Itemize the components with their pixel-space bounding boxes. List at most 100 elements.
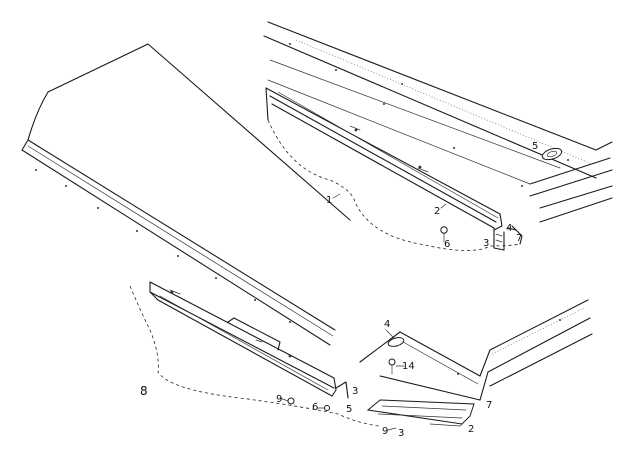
upper-screw [440,226,448,243]
label-b9: 9 [276,394,282,405]
upper-panel-inner-line-2 [269,59,561,169]
lower-rail-top [149,281,335,379]
lower-panel-back-edge [479,299,589,377]
panel-left-corner [27,91,49,141]
lower-clip [385,329,405,347]
label-6: 6 [444,239,450,250]
lower-panel-back-edge-2 [479,317,591,401]
label-3: 3 [483,238,489,249]
lower-screw-6 [317,405,330,411]
label-b5: 5 [346,404,352,415]
panel-front-mid-line [27,145,334,337]
label-1: 1 [326,195,332,206]
upper-right-panel [263,21,613,223]
upper-clip [541,147,563,161]
lower-panel-dot-row [491,307,585,355]
upper-panel-right-edge-4 [539,197,613,223]
upper-screw-head [440,226,448,234]
upper-bracket-slots [495,233,503,243]
lower-bracket-body [335,381,349,399]
lower-clip-body [387,337,405,347]
rail-hole [354,128,358,132]
upper-panel-top-edge-2 [263,35,597,179]
rail-hole-2 [418,165,422,169]
lower-rail-inner [159,295,329,391]
lower-panel-dot [457,373,459,375]
main-panel [21,43,351,346]
panel-top-edge [47,43,351,221]
lower-cutaway-boundary [129,285,381,427]
label-b3: 3 [352,386,358,397]
label-b14: 14 [402,361,415,372]
lower-panel-front-bottom [379,375,481,401]
upper-rail-inner [277,91,499,219]
label-7: 7 [516,233,522,244]
label-b4: 4 [384,319,390,330]
lower-plate-tab [429,419,467,427]
panel-front-left-edge [21,139,29,151]
lower-bracket [335,381,349,399]
upper-panel-corner [595,141,613,151]
upper-panel-right-edge-2 [529,169,613,197]
lower-panel-dot-2 [559,319,561,321]
lower-screw-6-head [324,405,330,411]
upper-clip-hole [546,150,558,158]
lower-panel-inner [395,337,479,385]
upper-clip-body [541,147,563,161]
lower-rail-hole [170,290,174,294]
lower-plate-body [366,399,475,425]
label-l9: 9 [382,426,388,437]
lower-screw-head [287,397,295,405]
lower-plate [366,399,475,427]
upper-panel-dot-row [295,39,593,165]
upper-panel-top-edge [267,21,597,151]
label-1-tick [332,193,341,199]
lower-fastener-top [388,358,396,366]
upper-bracket-body [493,227,505,251]
label-8: 8 [140,384,148,398]
lower-clip-leader [385,329,395,339]
panel-dots [35,169,291,323]
label-b7: 7 [486,400,492,411]
lower-rail-mid [149,291,335,389]
upper-rail [265,87,503,231]
lower-panel-left-edge [359,331,401,363]
panel-front-top-line [27,139,336,331]
upper-rail-top [265,87,501,215]
upper-rail-right-end [493,213,503,231]
lower-rail-left-end [149,281,159,301]
lower-right-panel [359,299,593,401]
upper-panel-inner-line [267,79,531,185]
lower-panel-back-edge-3 [489,333,593,387]
label-2: 2 [434,206,440,217]
upper-panel-right-edge [529,157,611,185]
lower-9-leader [387,427,397,431]
lower-panel-front-top [399,331,481,377]
upper-rail-bottom [271,103,495,229]
lower-rail-bottom [157,299,333,397]
panel-front-bottom-line [21,149,331,346]
upper-rail-notch-2 [417,167,429,173]
label-b2: 2 [468,424,474,435]
lower-screw [279,397,295,405]
lower-rail-right-end [331,377,337,397]
upper-part-4-line [507,227,517,231]
label-b6: 6 [312,402,318,413]
label-5: 5 [532,141,538,152]
lower-screw-leader [279,397,289,402]
upper-rail-mid [269,95,497,223]
lower-plate-lines [377,405,467,419]
lower-rail-insert [227,317,281,351]
reference-labels: 1 2 5 6 3 4 7 8 3 6 9 5 4 14 7 2 9 3 [140,141,538,439]
label-l3: 3 [398,428,404,439]
upper-bracket [493,227,505,251]
upper-cutaway-boundary [267,119,521,251]
label-2-tick [440,203,447,209]
label-4: 4 [506,223,512,234]
upper-rail-left-end [265,87,269,121]
upper-panel-right-edge-3 [539,185,613,209]
lower-rail-hole-2 [288,354,292,358]
upper-rail-notch [349,125,361,131]
